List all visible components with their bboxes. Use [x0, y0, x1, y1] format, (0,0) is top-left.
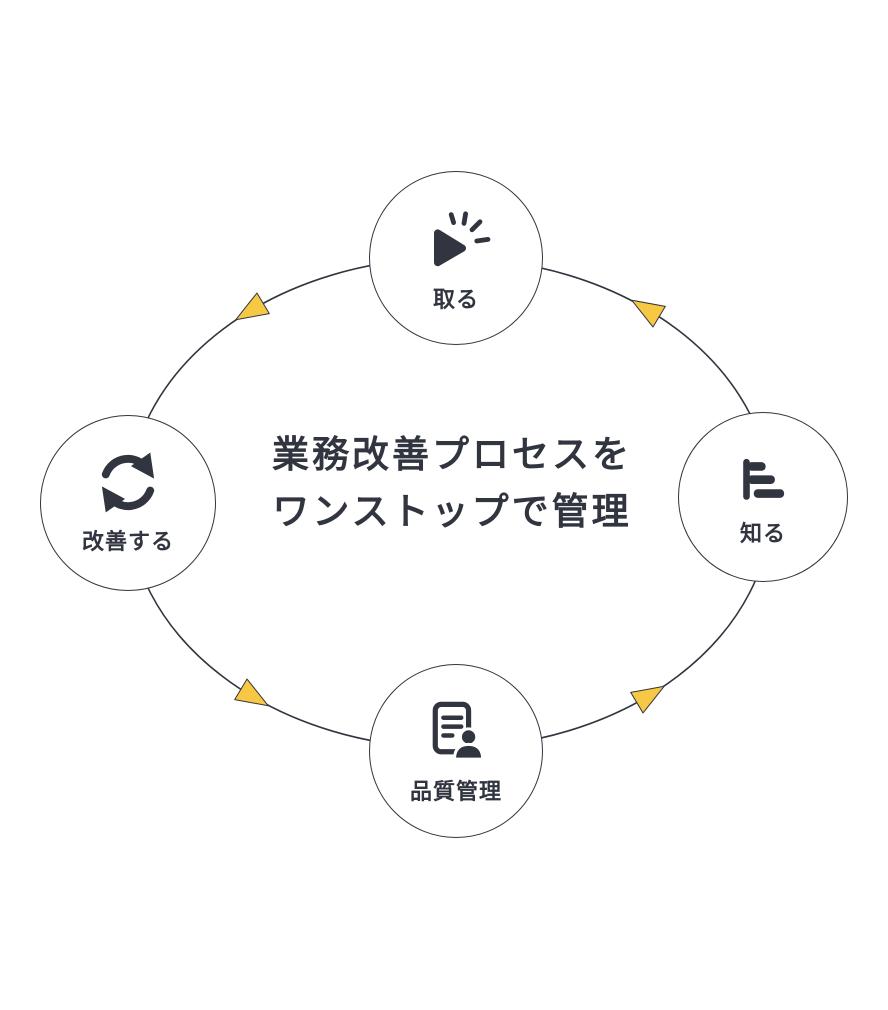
center-title-line2: ワンストップで管理	[272, 490, 632, 534]
node-quality-control-label: 品質管理	[409, 779, 502, 805]
bar-chart-icon	[743, 458, 785, 500]
node-take: 取る	[369, 171, 543, 345]
node-know: 知る	[678, 412, 848, 582]
node-know-label: 知る	[739, 521, 786, 547]
flow-arrow-top-right	[631, 299, 666, 328]
node-improve: 改善する	[40, 415, 216, 591]
flow-arrow-top-left	[235, 292, 270, 321]
center-title-line1: 業務改善プロセスを	[272, 433, 632, 476]
flow-arrow-bottom-left	[234, 678, 269, 707]
node-quality-control: 品質管理	[369, 664, 543, 838]
center-title: 業務改善プロセスを ワンストップで管理	[272, 426, 632, 541]
node-take-label: 取る	[432, 287, 479, 313]
refresh-arrows-icon	[101, 451, 155, 513]
node-improve-label: 改善する	[81, 529, 174, 555]
flow-arrow-bottom-right	[630, 685, 665, 714]
document-person-icon	[432, 701, 485, 761]
click-play-icon	[434, 210, 491, 266]
